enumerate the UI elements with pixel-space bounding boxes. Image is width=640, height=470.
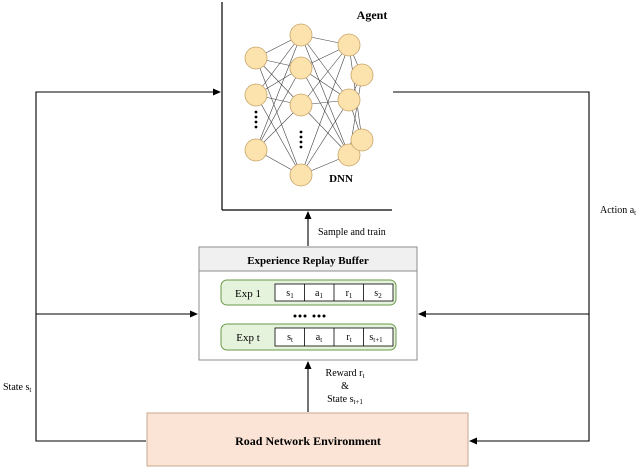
dnn-edge xyxy=(300,99,350,176)
experience-row-1: Exp 1 s1 a1 r1 s2 xyxy=(220,279,397,306)
dnn-network: DNN xyxy=(244,23,374,187)
dnn-node xyxy=(289,163,313,187)
dnn-edge xyxy=(255,67,302,151)
rowt-cell-state: st xyxy=(287,332,293,344)
replay-buffer-header xyxy=(198,246,418,272)
dnn-node xyxy=(244,83,268,107)
dnn-node xyxy=(337,88,361,112)
state-loop-arrow xyxy=(35,88,221,442)
row1-cell-next-state: s2 xyxy=(374,288,382,300)
row1-cell-action: a1 xyxy=(315,288,323,300)
experience-row-1-name: Exp 1 xyxy=(235,288,261,300)
reward-label: Reward rt xyxy=(326,368,365,380)
dnn-edge xyxy=(300,44,350,176)
dnn-node xyxy=(350,63,374,87)
dnn-nodes xyxy=(244,23,374,187)
flow-arrows xyxy=(35,88,590,445)
dnn-node xyxy=(244,138,268,162)
dnn-edge xyxy=(255,57,302,176)
dnn-label: DNN xyxy=(329,173,353,185)
environment-title: Road Network Environment xyxy=(235,434,381,448)
experience-row-t-name: Exp t xyxy=(236,332,260,344)
dnn-node xyxy=(337,143,361,167)
rowt-cell-action: at xyxy=(316,332,322,344)
agent-box: Agent xyxy=(221,2,392,211)
environment-box-bg xyxy=(146,412,469,467)
action-label: Action at xyxy=(600,205,636,217)
environment-box: Road Network Environment xyxy=(146,412,469,467)
sample-and-train-label: Sample and train xyxy=(318,227,386,238)
row1-cell-reward: r1 xyxy=(346,288,353,300)
dnn-node xyxy=(337,33,361,57)
replay-buffer-title: Experience Replay Buffer xyxy=(247,255,369,267)
dnn-edge xyxy=(300,34,350,101)
dnn-edge xyxy=(300,44,350,106)
ampersand-label: & xyxy=(341,381,349,392)
dnn-node xyxy=(289,23,313,47)
dnn-edge xyxy=(255,34,302,151)
dnn-edge xyxy=(300,34,350,156)
rowt-cell-next-state: st+1 xyxy=(369,332,383,344)
rowt-cell-reward: rt xyxy=(346,332,351,344)
dnn-edge xyxy=(300,67,350,156)
dnn-node xyxy=(289,93,313,117)
row1-cell-state: s1 xyxy=(286,288,294,300)
action-loop-arrow xyxy=(393,91,590,445)
experience-ellipsis xyxy=(293,314,326,318)
dnn-node xyxy=(289,56,313,80)
dnn-node xyxy=(244,46,268,70)
dnn-ellipsis xyxy=(254,110,303,149)
dnn-edge xyxy=(300,104,350,156)
experience-row-t: Exp t st at rt st+1 xyxy=(220,323,397,351)
replay-buffer: Experience Replay Buffer Exp 1 s1 a1 r1 … xyxy=(198,246,418,361)
dnn-node xyxy=(350,128,374,152)
next-state-label: State st+1 xyxy=(327,394,363,406)
state-label: State st xyxy=(3,382,31,394)
dnn-edge xyxy=(255,34,302,96)
dnn-edge xyxy=(255,94,302,176)
agent-title: Agent xyxy=(357,8,388,22)
